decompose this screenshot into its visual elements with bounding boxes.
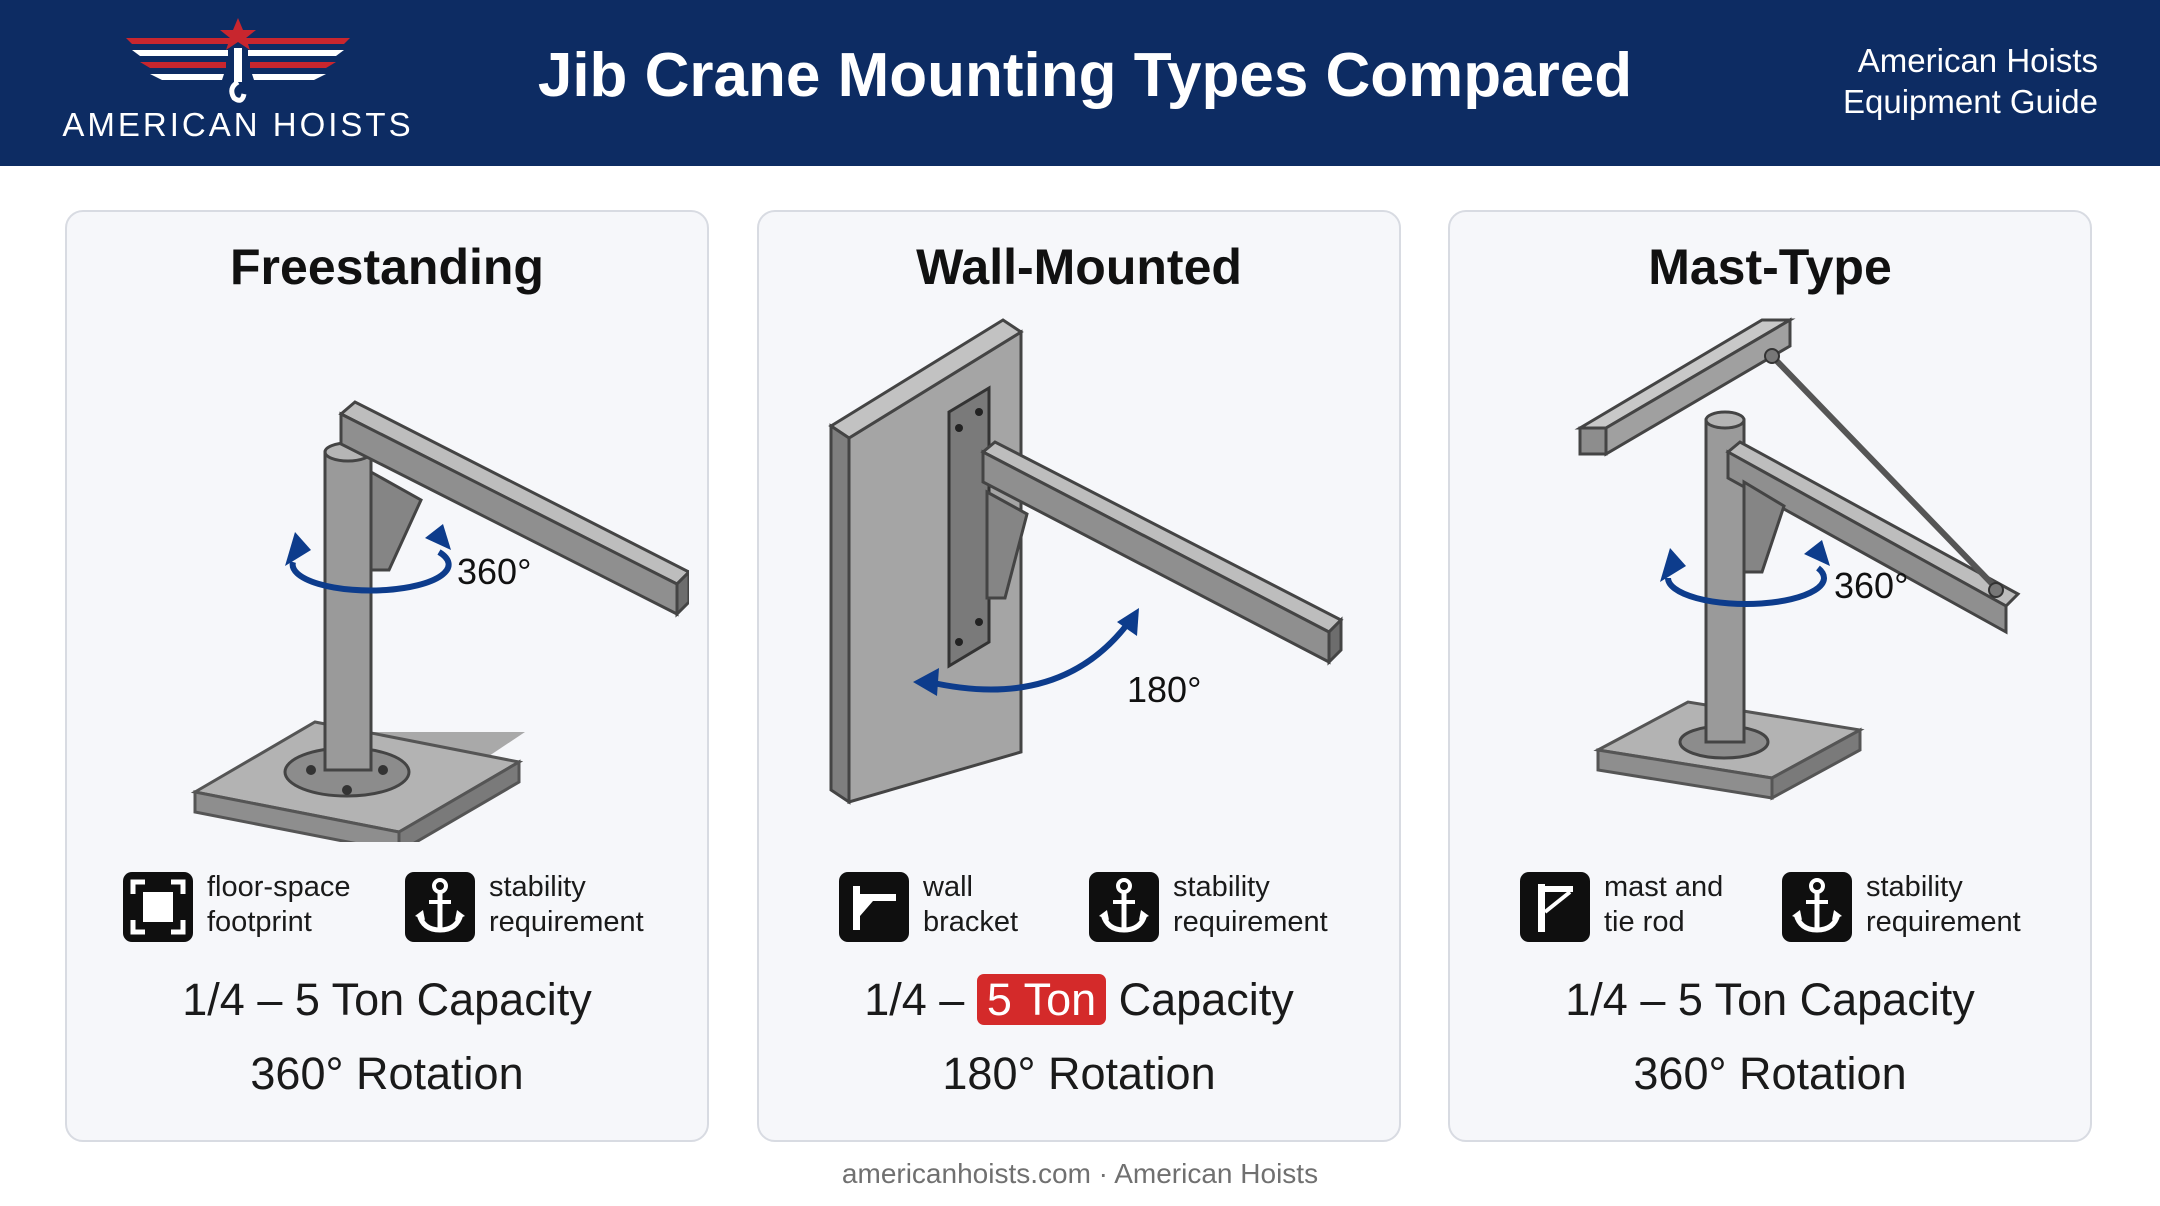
rotation-label: 180° [1127,669,1201,710]
panel-wall-mounted: Wall-Mounted 180° wall bracket [757,210,1401,1142]
rotation-arrow [1665,565,1827,607]
feature-line-1: stability [1173,871,1270,903]
logo: AMERICAN HOISTS [58,14,418,149]
rotation-arrow [928,620,1132,693]
rotation-text: 360° Rotation [1633,1048,1907,1099]
feature-line-2: requirement [1866,906,2021,938]
feature-line-1: mast and [1604,871,1724,903]
feature-label: stability requirement [1173,870,1373,940]
capacity-suffix: Capacity [1118,974,1294,1025]
capacity-text: 1/4 – 5 Ton Capacity [1565,974,1975,1025]
anchor-icon [405,872,475,942]
logo-text: AMERICAN HOISTS [62,106,414,143]
feature-line-1: stability [489,871,586,903]
eagle-logo-icon [126,18,350,103]
panel-freestanding: Freestanding 360° f [65,210,709,1142]
feature-line-1: wall [923,871,973,903]
page-title: Jib Crane Mounting Types Compared [537,41,1633,110]
feature-line-2: footprint [207,906,312,938]
feature-line-1: floor-space [207,871,351,903]
capacity-highlight: 5 Ton [976,974,1107,1025]
feature-label: stability requirement [1866,870,2066,940]
footer-credit: americanhoists.com · American Hoists [841,1158,1319,1189]
feature-line-2: requirement [1173,906,1328,938]
capacity-text: 1/4 – 5 Ton Capacity [182,974,592,1025]
mast-type-crane-illustration: 360° [1574,317,2021,801]
feature-label: floor-space footprint [207,870,407,940]
panel-title: Freestanding [230,239,544,295]
feature-label: wall bracket [923,870,1123,940]
feature-label: mast and tie rod [1604,870,1804,940]
panel-title: Mast-Type [1648,239,1892,295]
wall-bracket-icon [839,872,909,942]
anchor-icon [1089,872,1159,942]
panel-title: Wall-Mounted [916,239,1242,295]
wall-mounted-crane-illustration: 180° [828,318,1344,805]
anchor-icon [1782,872,1852,942]
rotation-text: 180° Rotation [942,1048,1216,1099]
feature-line-1: stability [1866,871,1963,903]
feature-line-2: bracket [923,906,1019,938]
floor-space-icon [123,872,193,942]
rotation-label: 360° [1834,565,1908,606]
rotation-text: 360° Rotation [250,1048,524,1099]
feature-line-2: requirement [489,906,644,938]
feature-label: stability requirement [489,870,689,940]
panel-mast-type: Mast-Type 360° [1448,210,2092,1142]
guide-line-2: Equipment Guide [1843,83,2098,120]
capacity-text: 1/4 – 5 Ton Capacity [759,974,1399,1026]
rotation-arrow [289,549,452,594]
header-bar: AMERICAN HOISTS Jib Crane Mounting Types… [0,0,2160,166]
guide-label: American Hoists Equipment Guide [1778,40,2098,122]
feature-line-2: tie rod [1604,906,1685,938]
freestanding-crane-illustration: 360° [190,400,689,842]
guide-line-1: American Hoists [1857,42,2098,79]
rotation-label: 360° [457,551,531,592]
mast-tie-rod-icon [1520,872,1590,942]
capacity-prefix: 1/4 – [864,974,965,1025]
